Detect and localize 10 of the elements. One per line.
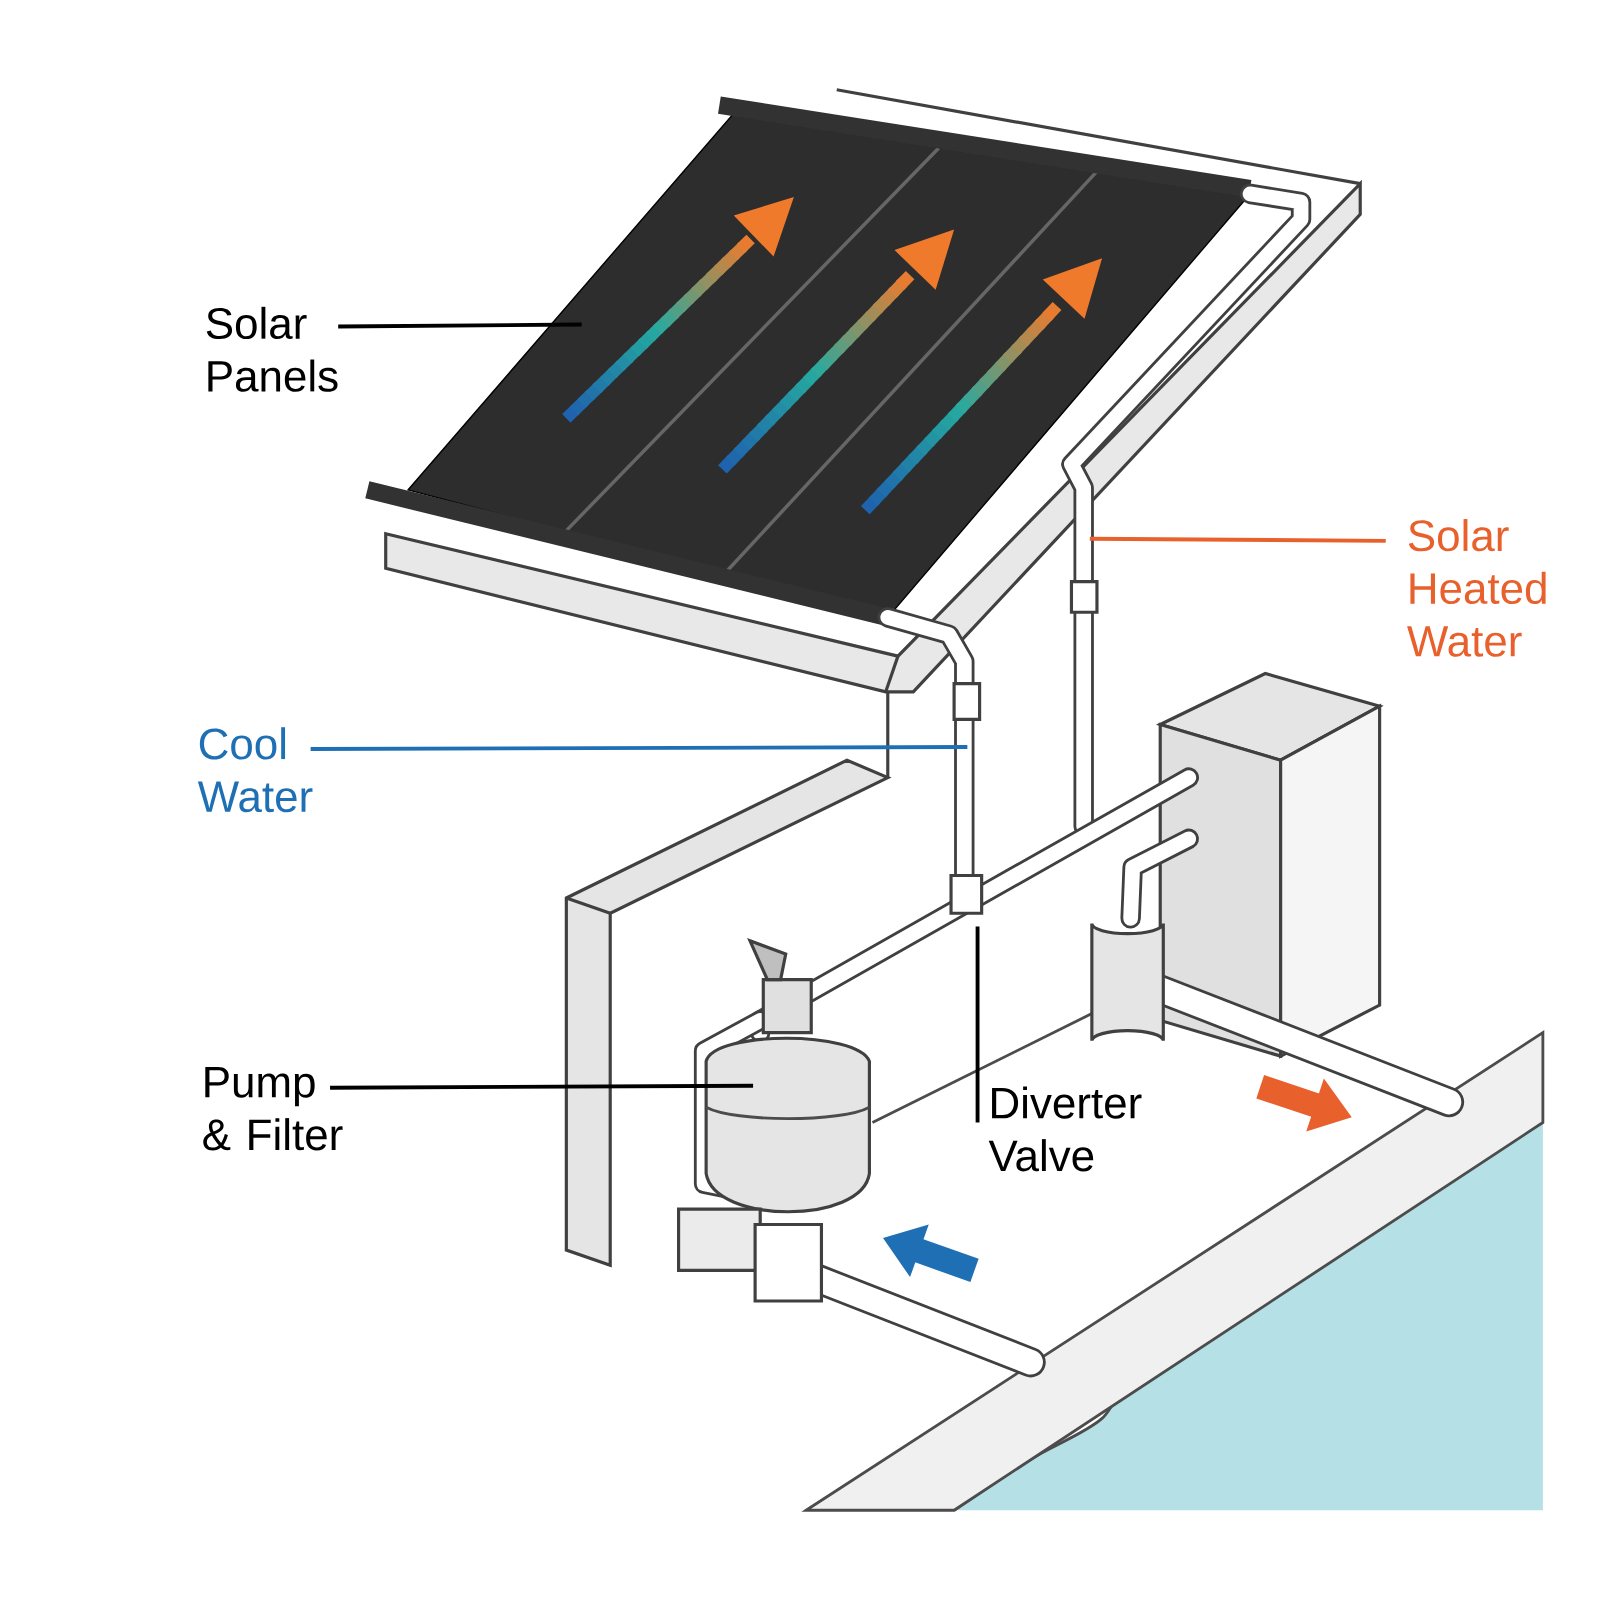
callout-label: Diverter Valve bbox=[988, 1086, 1142, 1172]
leader-line bbox=[975, 926, 980, 1123]
leader-line bbox=[338, 322, 582, 329]
callout-label: Cool Water bbox=[197, 727, 313, 813]
leader-line bbox=[1089, 536, 1386, 543]
callout-label: Solar Panels bbox=[206, 306, 338, 392]
leader-line bbox=[310, 745, 968, 751]
leader-line bbox=[330, 1083, 754, 1090]
callout-label: Pump & Filter bbox=[203, 1067, 343, 1151]
callout-label: Solar Heated Water bbox=[1407, 519, 1546, 657]
